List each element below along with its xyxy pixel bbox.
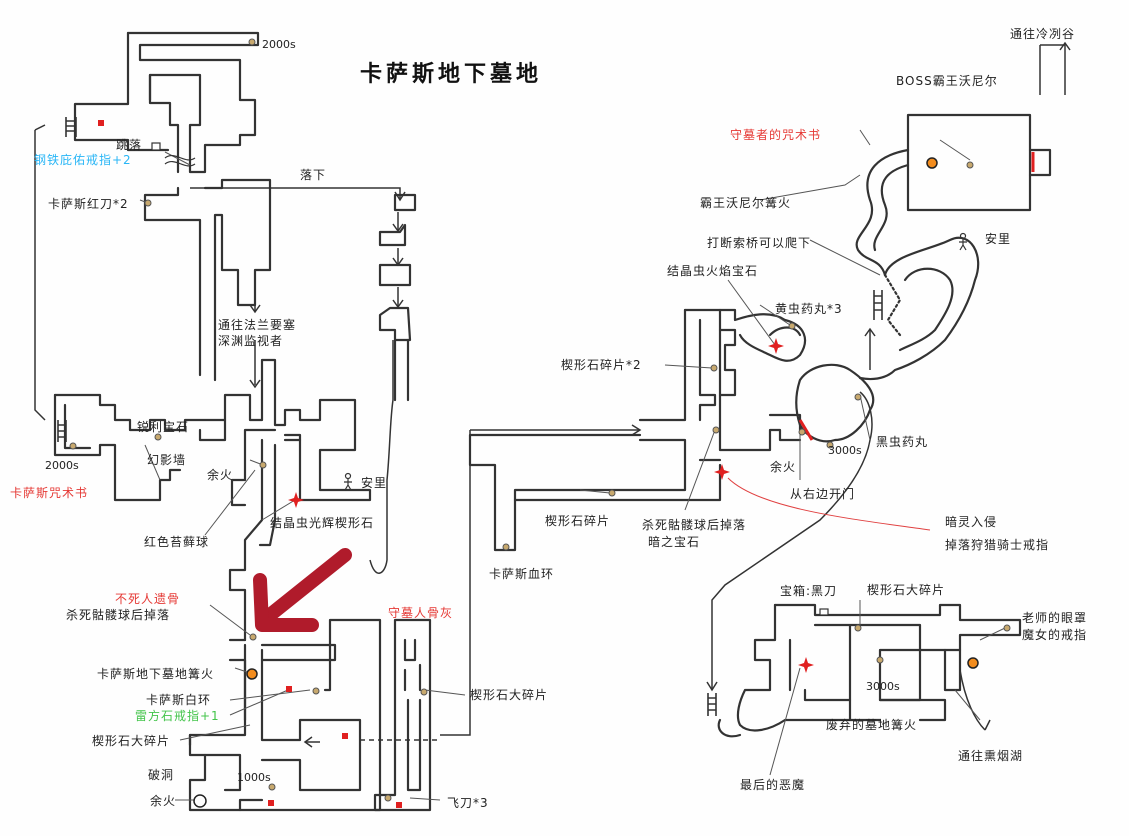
label-kassas-circle: 卡萨斯血环: [489, 567, 555, 581]
label-crystal-lizard-shard: 结晶虫光辉楔形石: [270, 516, 375, 530]
label-katana: 卡萨斯红刀*2: [48, 197, 129, 211]
label-dark-gem: 暗之宝石: [648, 535, 701, 549]
label-knives: 飞刀*3: [447, 796, 489, 810]
label-to-valley: 通往冷冽谷: [1010, 27, 1076, 41]
label-jump-down: 跳落: [116, 138, 143, 152]
label-shards-2: 楔形石碎片*2: [561, 358, 642, 372]
label-fall: 落下: [300, 168, 327, 182]
label-anri-2: 安里: [985, 232, 1012, 246]
label-hunter-ring: 掉落狩猎骑士戒指: [945, 538, 1050, 552]
label-bonfire-low: 余火: [150, 794, 177, 808]
label-teacher-ring-2: 魔女的戒指: [1022, 628, 1088, 642]
label-abyss: 深渊监视者: [218, 334, 284, 348]
label-red-moss: 红色苔藓球: [144, 535, 210, 549]
label-time-3000: 3000s: [828, 444, 862, 457]
label-crystal-gem: 结晶虫火焰宝石: [667, 264, 759, 278]
label-large-shard-1: 楔形石大碎片: [92, 734, 171, 748]
label-kill-skull-1: 杀死骷髅球后掉落: [66, 608, 171, 622]
label-large-shard-2: 楔形石大碎片: [470, 688, 549, 702]
label-white-ring: 卡萨斯白环: [146, 693, 212, 707]
label-undead-bone: 不死人遗骨: [115, 592, 181, 606]
label-time-2000-top: 2000s: [262, 38, 296, 51]
label-treasure-blade: 宝箱:黑刀: [780, 584, 838, 598]
label-open-right: 从右边开门: [790, 487, 856, 501]
label-anri: 安里: [361, 476, 388, 490]
label-dark-invade: 暗灵入侵: [945, 515, 998, 529]
label-to-smouldering: 通往熏烟湖: [958, 749, 1024, 763]
label-time-1000: 1000s: [237, 771, 271, 784]
label-teacher-ring-1: 老师的眼罩: [1022, 611, 1088, 625]
label-spell-book: 卡萨斯咒术书: [10, 486, 89, 500]
label-shard-small: 楔形石碎片: [545, 514, 611, 528]
label-abandoned-bonfire: 废弃的墓地篝火: [826, 718, 918, 732]
label-last-demon: 最后的恶魔: [740, 778, 806, 792]
label-rope-bridge: 打断索桥可以爬下: [707, 236, 812, 250]
label-broken: 破洞: [148, 768, 175, 782]
label-yellow-pill: 黄虫药丸*3: [775, 302, 843, 316]
label-sharp-gem: 锐利宝石: [137, 420, 190, 434]
label-bonfire-catacombs: 卡萨斯地下墓地篝火: [97, 667, 215, 681]
label-time-2000-left: 2000s: [45, 459, 79, 472]
label-large-shard-3: 楔形石大碎片: [867, 583, 946, 597]
label-black-pill: 黑虫药丸: [876, 435, 929, 449]
label-thunder-ring: 雷方石戒指+1: [135, 709, 220, 723]
label-time-3000-b: 3000s: [866, 680, 900, 693]
label-bonfire-right: 余火: [770, 460, 797, 474]
map-title: 卡萨斯地下墓地: [360, 62, 543, 87]
label-illusion-wall: 幻影墙: [147, 453, 187, 467]
label-wolnir-bonfire: 霸王沃尼尔篝火: [700, 196, 792, 210]
label-keeper-book: 守墓者的咒术书: [730, 128, 822, 142]
label-bonfire-mid: 余火: [207, 468, 234, 482]
label-to-fortress: 通往法兰要塞: [218, 318, 297, 332]
label-steel-ring: 钢铁庇佑戒指+2: [34, 153, 132, 167]
label-grave-ash: 守墓人骨灰: [388, 606, 454, 620]
label-boss: BOSS霸王沃尼尔: [896, 74, 998, 88]
label-kill-skull-2: 杀死骷髅球后掉落: [642, 518, 747, 532]
